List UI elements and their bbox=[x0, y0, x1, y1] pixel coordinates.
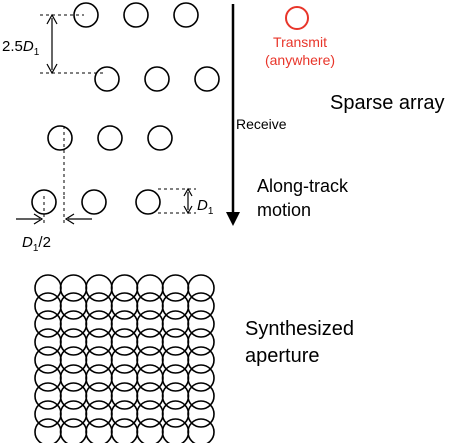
synthesized-element bbox=[187, 274, 215, 302]
synthesized-element bbox=[110, 418, 139, 446]
diameter-dimension: D1 bbox=[158, 187, 214, 217]
along-track-label: Along-track bbox=[257, 176, 349, 196]
svg-text:D1/2: D1/2 bbox=[22, 234, 51, 254]
receive-label: Receive bbox=[236, 116, 287, 132]
svg-text:2.5D1: 2.5D1 bbox=[2, 38, 40, 58]
svg-text:D1: D1 bbox=[197, 197, 214, 217]
transmit-element bbox=[285, 6, 309, 30]
transmit-sublabel: (anywhere) bbox=[265, 52, 335, 68]
receive-element bbox=[47, 125, 73, 151]
receive-element bbox=[144, 66, 170, 92]
synthesized-element bbox=[85, 418, 113, 446]
synthesized-element bbox=[187, 346, 215, 374]
synthesized-element bbox=[59, 418, 88, 446]
synthesized-element bbox=[187, 328, 215, 356]
half-offset-dimension: D1/2 bbox=[16, 196, 92, 254]
along-track-arrowhead bbox=[226, 212, 240, 226]
synthesized-aperture-elements bbox=[34, 274, 215, 446]
synthesized-element bbox=[34, 418, 62, 446]
receive-element bbox=[147, 125, 173, 151]
transmit-label: Transmit bbox=[273, 34, 327, 50]
receive-element bbox=[97, 125, 123, 151]
motion-label: motion bbox=[257, 200, 311, 220]
receive-element bbox=[194, 66, 220, 92]
synthesized-label: Synthesized bbox=[245, 318, 354, 340]
aperture-label: aperture bbox=[245, 345, 320, 367]
receive-element bbox=[173, 2, 199, 28]
synthesized-element bbox=[187, 400, 215, 428]
synthesized-element bbox=[161, 418, 190, 446]
receive-element bbox=[123, 2, 149, 28]
synthesized-element bbox=[187, 310, 215, 338]
synthesized-element bbox=[187, 382, 215, 410]
synthesized-element bbox=[187, 418, 215, 446]
sparse-array-elements bbox=[31, 2, 220, 215]
receive-element bbox=[73, 2, 99, 28]
sparse-array-label: Sparse array bbox=[330, 92, 445, 114]
synthesized-element bbox=[187, 292, 215, 320]
receive-element bbox=[81, 189, 107, 215]
synthesized-element bbox=[187, 364, 215, 392]
receive-element bbox=[135, 189, 161, 215]
receive-element bbox=[94, 66, 120, 92]
spacing-dimension: 2.5D1 bbox=[2, 13, 106, 75]
synthesized-element bbox=[136, 418, 164, 446]
